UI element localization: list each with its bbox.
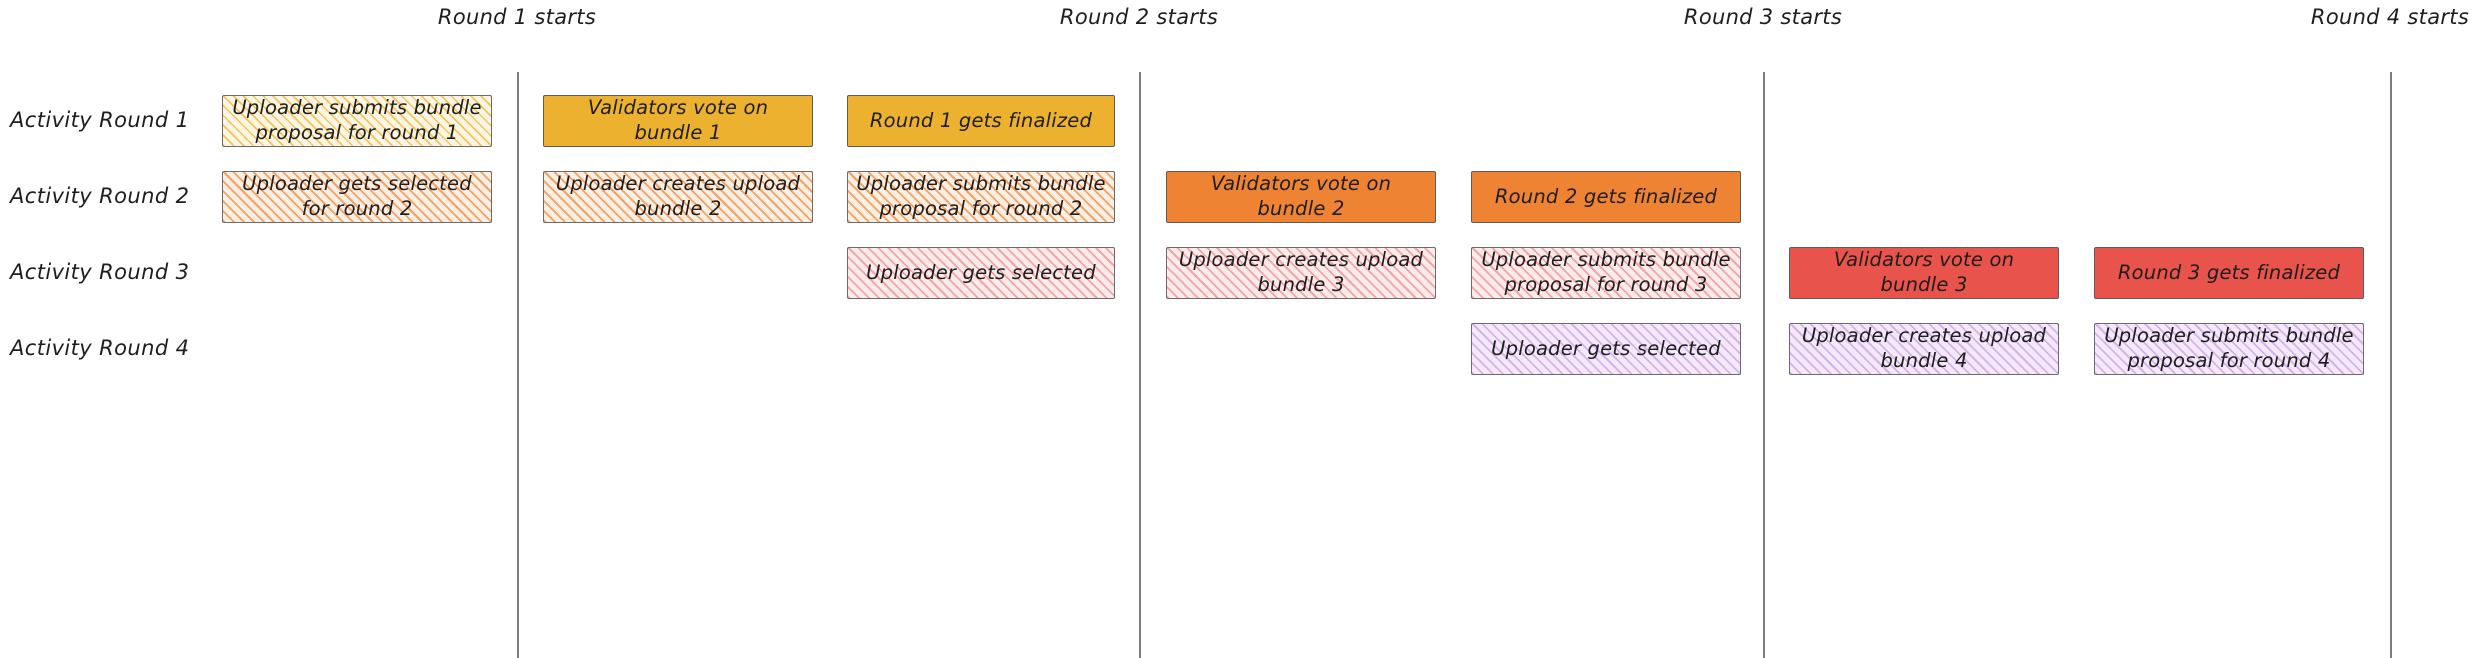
task-bar-label: Uploader creates upload bundle 2: [555, 172, 801, 220]
task-bar[interactable]: Validators vote on bundle 1: [543, 95, 813, 147]
task-bar[interactable]: Uploader creates upload bundle 3: [1166, 247, 1436, 299]
task-bar-label: Validators vote on bundle 3: [1833, 248, 2015, 296]
row-label-activity-round-1: Activity Round 1: [10, 108, 190, 132]
milestone-divider-1: [517, 72, 519, 658]
task-bar[interactable]: Uploader creates upload bundle 4: [1789, 323, 2059, 375]
task-bar-label: Round 2 gets finalized: [1494, 184, 1718, 208]
task-bar[interactable]: Round 1 gets finalized: [847, 95, 1115, 147]
task-bar-label: Uploader gets selected: [866, 260, 1096, 284]
task-bar-label: Round 1 gets finalized: [869, 108, 1093, 132]
milestone-label-3: Round 3 starts: [1683, 5, 1843, 29]
milestone-divider-3: [1763, 72, 1765, 658]
task-bar-label: Round 3 gets finalized: [2117, 260, 2341, 284]
row-label-activity-round-2: Activity Round 2: [10, 184, 190, 208]
task-bar[interactable]: Uploader submits bundle proposal for rou…: [222, 95, 492, 147]
task-bar[interactable]: Validators vote on bundle 3: [1789, 247, 2059, 299]
task-bar[interactable]: Uploader submits bundle proposal for rou…: [2094, 323, 2364, 375]
task-bar[interactable]: Validators vote on bundle 2: [1166, 171, 1436, 223]
row-label-activity-round-3: Activity Round 3: [10, 260, 190, 284]
milestone-label-2: Round 2 starts: [1059, 5, 1219, 29]
task-bar-label: Uploader gets selected: [1491, 336, 1721, 360]
task-bar-label: Uploader submits bundle proposal for rou…: [1481, 248, 1731, 296]
task-bar[interactable]: Uploader submits bundle proposal for rou…: [1471, 247, 1741, 299]
task-bar-label: Validators vote on bundle 2: [1210, 172, 1392, 220]
task-bar-label: Uploader submits bundle proposal for rou…: [232, 96, 482, 144]
task-bar[interactable]: Uploader gets selected: [1471, 323, 1741, 375]
task-bar[interactable]: Uploader gets selected: [847, 247, 1115, 299]
task-bar[interactable]: Uploader creates upload bundle 2: [543, 171, 813, 223]
task-bar-label: Uploader creates upload bundle 4: [1801, 324, 2047, 372]
task-bar[interactable]: Uploader gets selected for round 2: [222, 171, 492, 223]
task-bar[interactable]: Round 3 gets finalized: [2094, 247, 2364, 299]
task-bar-label: Uploader submits bundle proposal for rou…: [2104, 324, 2354, 372]
task-bar-label: Uploader gets selected for round 2: [242, 172, 472, 220]
task-bar-label: Uploader submits bundle proposal for rou…: [856, 172, 1106, 220]
milestone-label-4: Round 4 starts: [2310, 5, 2470, 29]
milestone-divider-2: [1139, 72, 1141, 658]
task-bar[interactable]: Round 2 gets finalized: [1471, 171, 1741, 223]
milestone-divider-4: [2390, 72, 2392, 658]
row-label-activity-round-4: Activity Round 4: [10, 336, 190, 360]
milestone-label-1: Round 1 starts: [437, 5, 597, 29]
task-bar-label: Uploader creates upload bundle 3: [1178, 248, 1424, 296]
task-bar[interactable]: Uploader submits bundle proposal for rou…: [847, 171, 1115, 223]
task-bar-label: Validators vote on bundle 1: [587, 96, 769, 144]
